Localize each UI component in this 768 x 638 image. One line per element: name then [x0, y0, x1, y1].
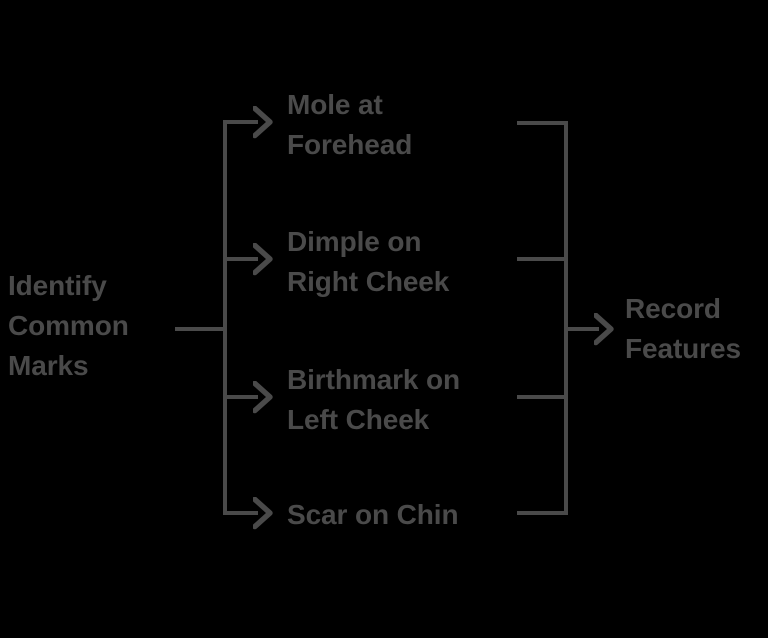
node-identify-common-marks: Identify Common Marks — [8, 270, 129, 381]
node-dimple-on-right-cheek: Dimple on Right Cheek — [287, 226, 450, 297]
node-scar-on-chin: Scar on Chin — [287, 499, 459, 530]
node-mole-at-forehead: Mole at Forehead — [287, 89, 413, 160]
node-birthmark-on-left-cheek: Birthmark on Left Cheek — [287, 364, 461, 435]
node-record-features: Record Features — [625, 293, 741, 364]
